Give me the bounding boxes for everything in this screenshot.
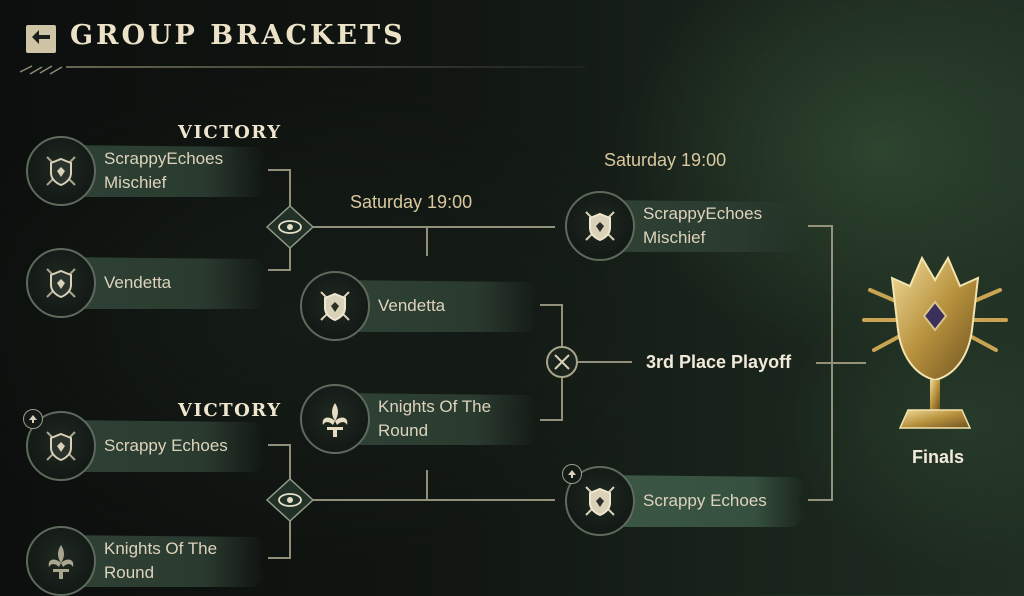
finals-time: Saturday 19:00 — [604, 150, 727, 170]
team-card-upper-a[interactable]: ScrappyEchoes Mischief — [26, 136, 266, 206]
team-name: ScrappyEchoes Mischief — [643, 204, 763, 247]
lower-victory-label: VICTORY — [178, 400, 282, 421]
team-card-finals-b[interactable]: Scrappy Echoes — [562, 464, 805, 536]
team-card-lower-b[interactable]: Knights Of The Round — [26, 526, 266, 596]
team-name: Scrappy Echoes — [104, 436, 228, 455]
lower-eye-icon — [265, 477, 315, 523]
up-arrow-badge-icon — [562, 464, 582, 484]
third-place-label: 3rd Place Playoff — [646, 352, 792, 372]
team-name: Vendetta — [378, 296, 446, 315]
header-divider — [66, 66, 586, 68]
shield-swords-icon — [565, 191, 635, 261]
back-button[interactable] — [26, 25, 56, 53]
semifinal-time: Saturday 19:00 — [350, 192, 473, 212]
up-arrow-badge-icon — [23, 409, 43, 429]
team-card-finals-a[interactable]: ScrappyEchoes Mischief — [565, 191, 805, 261]
team-card-upper-b[interactable]: Vendetta — [26, 248, 266, 318]
team-card-third-b[interactable]: Knights Of The Round — [300, 384, 538, 454]
page-title: GROUP BRACKETS — [70, 20, 406, 51]
upper-victory-label: VICTORY — [178, 122, 282, 143]
shield-swords-icon — [300, 271, 370, 341]
team-card-lower-a[interactable]: Scrappy Echoes — [23, 409, 266, 481]
team-card-third-a[interactable]: Vendetta — [300, 271, 538, 341]
upper-eye-icon — [265, 204, 315, 250]
finals-label: Finals — [912, 447, 965, 467]
team-name: Vendetta — [104, 273, 172, 292]
fleur-de-lis-icon — [26, 526, 96, 596]
team-name: Knights Of The Round — [378, 397, 492, 440]
shield-swords-icon — [26, 248, 96, 318]
team-name: Knights Of The Round — [104, 539, 218, 582]
team-name: Scrappy Echoes — [643, 491, 767, 510]
back-arrow-icon — [31, 29, 51, 49]
team-name: ScrappyEchoes Mischief — [104, 149, 224, 192]
trophy-icon[interactable] — [860, 250, 1010, 445]
crossed-swords-icon — [546, 346, 578, 378]
fleur-de-lis-icon — [300, 384, 370, 454]
shield-swords-icon — [26, 136, 96, 206]
